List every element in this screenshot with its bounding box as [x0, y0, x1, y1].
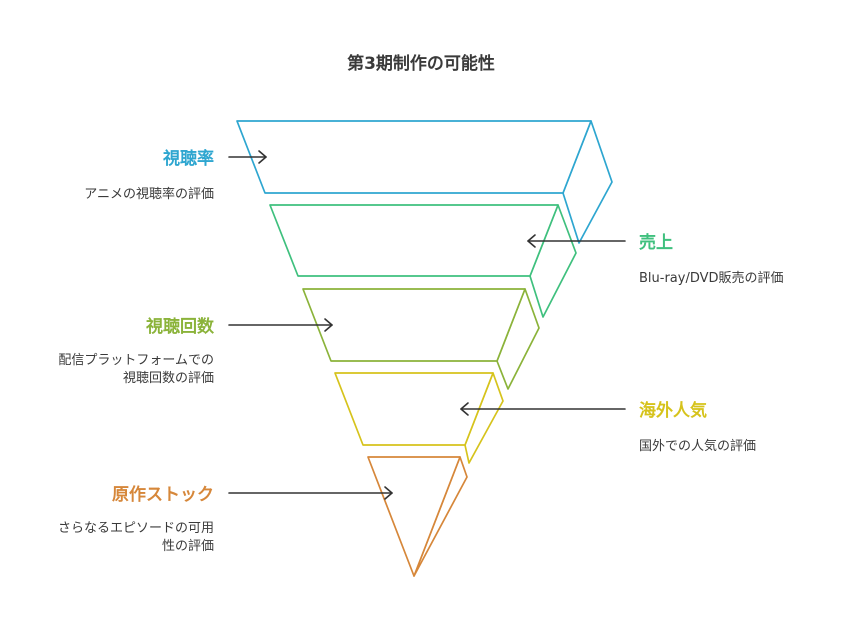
funnel-layer-front	[269, 204, 559, 277]
layer-heading-overseas: 海外人気	[639, 400, 707, 421]
arrow-sales	[527, 234, 626, 248]
layer-description-overseas: 国外での人気の評価	[639, 438, 756, 454]
layer-description-viewer-rating: アニメの視聴率の評価	[84, 186, 214, 202]
funnel-layer-front	[334, 372, 494, 446]
arrow-overseas	[460, 402, 626, 416]
layer-heading-stream-views: 視聴回数	[145, 316, 215, 337]
layer-heading-source-stock: 原作ストック	[112, 484, 214, 505]
funnel-layer-viewer-rating	[236, 120, 613, 244]
funnel-layer-source-stock	[367, 456, 468, 577]
arrow-viewer-rating	[228, 150, 267, 164]
layer-description-stream-views-line1: 配信プラットフォームでの	[58, 353, 214, 368]
funnel-layer-front	[236, 120, 592, 194]
layer-heading-sales: 売上	[639, 232, 673, 253]
layer-description-source-stock-line2: 性の評価	[162, 539, 214, 554]
funnel-layer-stream-views	[302, 288, 540, 390]
funnel-layer-sales	[269, 204, 577, 318]
arrow-source-stock	[228, 486, 393, 500]
layer-description-stream-views-line2: 視聴回数の評価	[123, 371, 214, 386]
layer-heading-viewer-rating: 視聴率	[162, 148, 214, 169]
funnel-layer-front	[367, 456, 461, 577]
funnel-layer-overseas	[334, 372, 504, 464]
layer-description-sales: Blu-ray/DVD販売の評価	[639, 270, 784, 286]
funnel-layer-front	[302, 288, 526, 362]
layer-description-source-stock-line1: さらなるエピソードの可用	[58, 521, 214, 536]
diagram-title: 第3期制作の可能性	[347, 53, 495, 74]
arrow-stream-views	[228, 318, 333, 332]
